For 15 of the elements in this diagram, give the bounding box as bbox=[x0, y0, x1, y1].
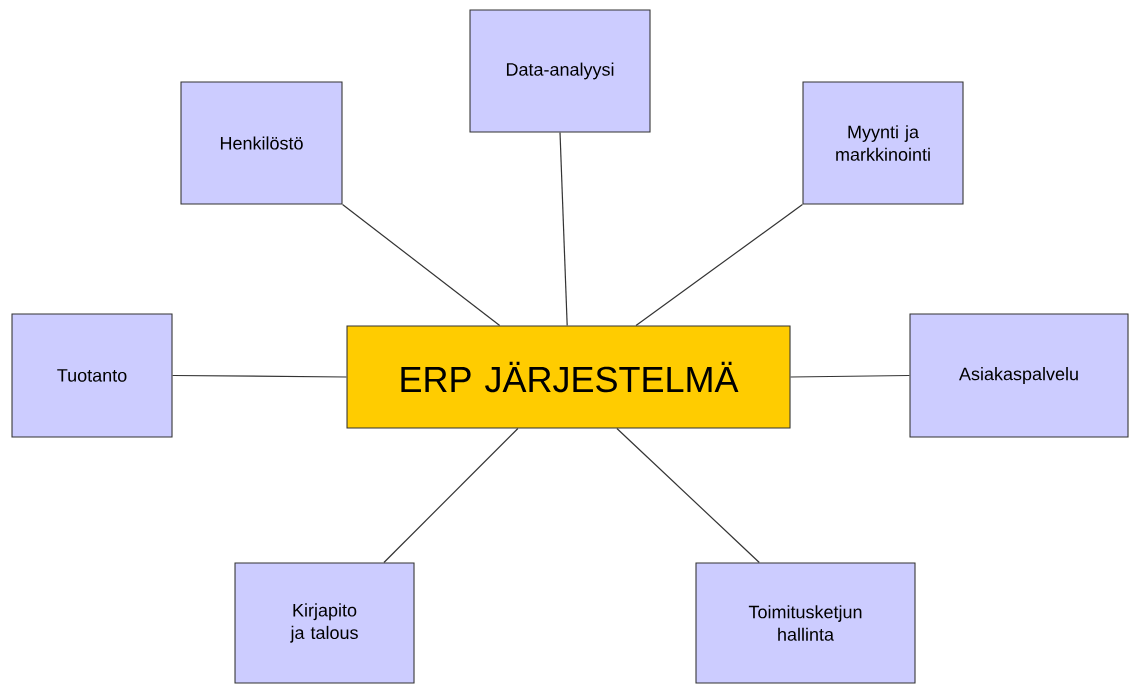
connector-line bbox=[635, 203, 804, 327]
module-box: Data-analyysi bbox=[469, 9, 651, 133]
module-box: Tuotanto bbox=[11, 313, 173, 438]
connector-line bbox=[341, 203, 501, 327]
system-box: ERP JÄRJESTELMÄ bbox=[346, 325, 791, 429]
connector-line bbox=[559, 131, 568, 327]
module-box: Myynti ja markkinointi bbox=[802, 81, 964, 205]
module-box: Henkilöstö bbox=[180, 81, 343, 205]
module-box: Asiakaspalvelu bbox=[909, 313, 1129, 438]
module-box: Toimitusketjun hallinta bbox=[695, 562, 916, 684]
connector-line bbox=[171, 374, 348, 378]
connector-line bbox=[789, 374, 911, 378]
module-box: Kirjapito ja talous bbox=[234, 562, 415, 684]
connector-line bbox=[383, 427, 519, 564]
connector-line bbox=[616, 427, 760, 564]
